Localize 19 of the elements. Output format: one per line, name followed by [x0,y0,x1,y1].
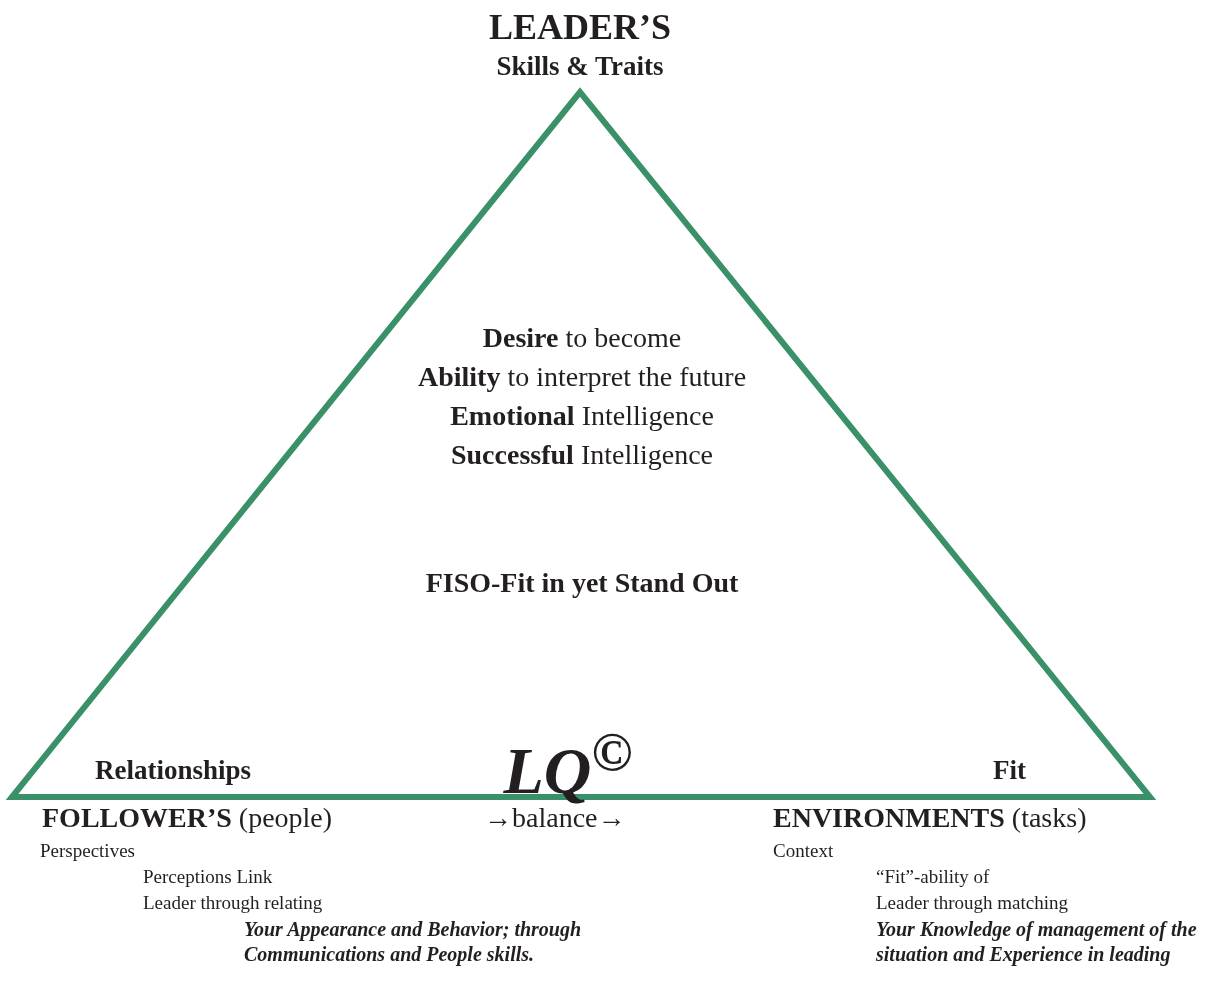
corner-label: Relationships [95,756,252,786]
corner-label: Fit [993,756,1026,786]
trait-text: Emotional Intelligence [450,401,714,432]
detail-text: Leader through matching [876,893,1069,914]
vertex-heading: LEADER’S [489,8,671,48]
trait-text: Successful Intelligence [450,440,714,471]
description-text: Your Appearance and Behavior; through Communications and People skills. [244,917,583,967]
detail-text: “Fit”-ability of [876,867,990,888]
description-text: Your Knowledge of management of the situation and Experience in leading [876,917,1198,967]
detail-text: Perspectives [40,841,135,862]
trait-text: Desire to become [482,323,682,354]
vertex-heading: ENVIRONMENTS (tasks) [773,803,1087,834]
detail-text: Perceptions Link [143,867,273,888]
vertex-subheading: Skills & Traits [496,52,664,82]
trait-text: Ability to interpret the future [417,362,747,393]
motto-text: FISO-Fit in yet Stand Out [425,568,739,599]
vertex-heading: FOLLOWER’S (people) [42,803,333,834]
detail-text: Context [773,841,834,862]
detail-text: Leader through relating [143,893,323,914]
